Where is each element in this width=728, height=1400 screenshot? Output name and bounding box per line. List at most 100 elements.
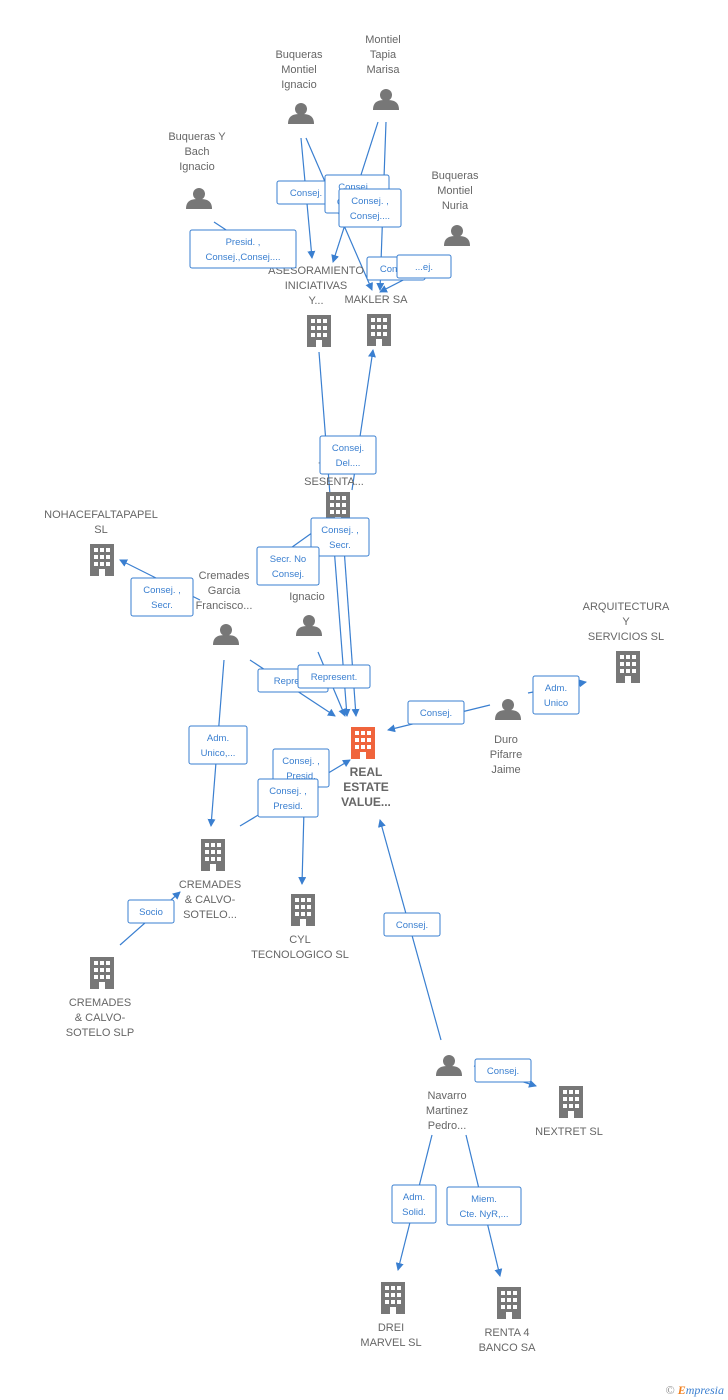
edge-label[interactable]: Consej. xyxy=(407,700,465,725)
building-icon xyxy=(559,1086,583,1118)
company-node[interactable]: CREMADES& CALVO-SOTELO SLP xyxy=(66,957,134,1039)
focus-company-node[interactable]: REALESTATEVALUE... xyxy=(341,727,391,809)
edge-label[interactable]: Secr. No Consej. xyxy=(256,546,320,586)
node-label-line: SL xyxy=(94,524,107,536)
node-label-line: VALUE... xyxy=(341,795,391,809)
edge-label-box xyxy=(474,1058,532,1083)
node-label-line: Martinez xyxy=(426,1105,468,1117)
node-label-line: & CALVO- xyxy=(185,894,236,906)
node-label-line: ESTATE xyxy=(343,780,389,794)
edge-label-box xyxy=(257,778,319,818)
node-label-line: MAKLER SA xyxy=(345,294,409,306)
node-label-line: Pedro... xyxy=(428,1120,467,1132)
edge-label[interactable]: Consej. xyxy=(383,912,441,937)
edge-label-text: Consej.,Consej.... xyxy=(206,252,281,263)
company-node[interactable]: ASESORAMIENTOINICIATIVASY... xyxy=(268,265,364,347)
edge-label[interactable]: Consej. , Presid. xyxy=(272,748,330,788)
edge-label-text: Consej. xyxy=(396,920,428,931)
company-node[interactable]: MAKLER SA xyxy=(345,294,409,346)
edge-label-text: Consej. , xyxy=(351,196,389,207)
edge-label[interactable]: Presid. , Consej.,Consej.... xyxy=(189,229,297,269)
person-node[interactable]: NavarroMartinezPedro... xyxy=(426,1055,468,1132)
edge-label-text: Repres... xyxy=(274,676,313,687)
node-label-line: Montiel xyxy=(365,34,400,46)
edge-label-box xyxy=(446,1186,522,1226)
node-label-line: Cremades xyxy=(199,570,250,582)
edge-label[interactable]: Adm.Solid. xyxy=(391,1184,437,1224)
node-label-line: CYL xyxy=(289,934,310,946)
person-icon xyxy=(296,615,322,636)
edge-label-text: Adm. xyxy=(403,1192,425,1203)
building-icon xyxy=(381,1282,405,1314)
edge-label-text: Secr. No xyxy=(270,554,306,565)
building-icon xyxy=(497,1287,521,1319)
edge-label-box xyxy=(297,664,371,689)
edge-label-text: Presid. , xyxy=(226,237,261,248)
edge-label-text: Secr. xyxy=(329,540,351,551)
person-icon xyxy=(495,699,521,720)
node-label-line: Tapia xyxy=(370,49,397,61)
edge-label[interactable]: Adm.Unico,... xyxy=(188,725,248,765)
edge-label-text: Consej. xyxy=(332,443,364,454)
edge-label-text: Consej. xyxy=(487,1066,519,1077)
edge-label-text: Consej. xyxy=(290,188,322,199)
edge-label-text: Consej. , xyxy=(321,525,359,536)
edge-label-text: Socio xyxy=(139,907,163,918)
edge-label[interactable]: Represent. xyxy=(297,664,371,689)
node-label-line: Bach xyxy=(184,146,209,158)
copyright-symbol: © xyxy=(665,1383,675,1397)
company-node[interactable]: CREMADES& CALVO-SOTELO... xyxy=(179,839,241,921)
node-label-line: Navarro xyxy=(427,1090,466,1102)
edge-label-box xyxy=(130,577,194,617)
node-label-line: ARQUITECTURA xyxy=(583,601,670,613)
person-icon xyxy=(373,89,399,110)
edge-label-text: Consej. xyxy=(272,569,304,580)
edge-label[interactable]: Socio xyxy=(127,899,175,924)
edge-label-box xyxy=(532,675,580,715)
edge-labels-layer: Consej.Consej. ,Consej....Consej. ,Conse… xyxy=(127,174,580,1226)
building-icon xyxy=(616,651,640,683)
edge-label[interactable]: Consej. ,Secr. xyxy=(130,577,194,617)
edge-label[interactable]: Miem.Cte. NyR,... xyxy=(446,1186,522,1226)
edge-label-box xyxy=(396,254,452,279)
edge-label[interactable]: ...ej. xyxy=(396,254,452,279)
edge-label-box xyxy=(338,188,402,228)
edge-label[interactable]: Consej.Del.... xyxy=(319,435,377,475)
edge-label[interactable]: Consej. ,Presid. xyxy=(257,778,319,818)
node-label-line: Y... xyxy=(308,295,323,307)
edge-label-text: Consej. xyxy=(420,708,452,719)
node-label-line: MARVEL SL xyxy=(360,1337,421,1349)
node-label-line: Buqueras xyxy=(431,170,479,182)
nodes-layer: BuquerasMontielIgnacioMontielTapiaMarisa… xyxy=(44,34,670,1354)
company-node[interactable]: NEXTRET SL xyxy=(535,1086,603,1138)
building-icon xyxy=(201,839,225,871)
edge-label-text: Presid. xyxy=(286,771,316,782)
edge-label-box xyxy=(310,517,370,557)
brand-watermark: © Empresia xyxy=(666,1383,724,1398)
edge-n_bybi2-to-n_cyl xyxy=(298,809,307,885)
edge-label[interactable]: Consej. xyxy=(474,1058,532,1083)
edge-label-text: Consej. xyxy=(380,264,412,275)
node-label-line: Duro xyxy=(494,734,518,746)
edge-label-text: Consej.... xyxy=(350,211,390,222)
edge-label[interactable]: Adm.Unico xyxy=(532,675,580,715)
building-icon xyxy=(90,544,114,576)
edge-label-box xyxy=(391,1184,437,1224)
edge-label-text: Consej. , xyxy=(282,756,320,767)
person-node[interactable]: CremadesGarciaFrancisco... xyxy=(196,570,253,645)
edge-label[interactable]: Consej. , Consej.... xyxy=(338,188,402,228)
edge-label[interactable]: Consej. , Secr. xyxy=(310,517,370,557)
edge-label-box xyxy=(188,725,248,765)
edge-label-box xyxy=(383,912,441,937)
edge-label-box xyxy=(256,546,320,586)
